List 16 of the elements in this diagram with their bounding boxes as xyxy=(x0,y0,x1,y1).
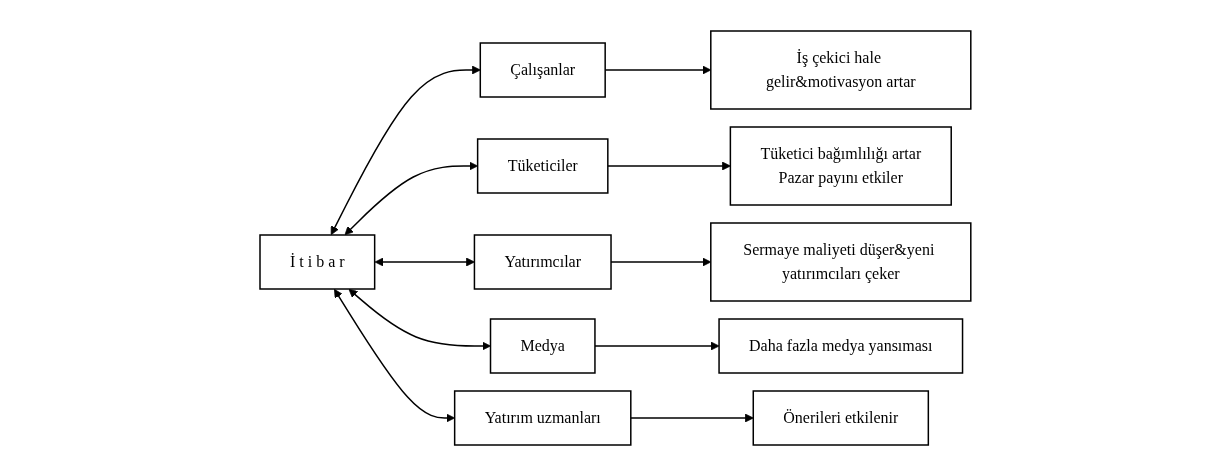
node-box: Sermaye maliyeti düşer&yeni yatırımcıları çeker xyxy=(709,221,972,302)
node-box: Önerileri etkilenir xyxy=(752,389,929,446)
node-box: Tüketiciler xyxy=(476,137,609,194)
node-box: Yatırımcılar xyxy=(473,233,612,290)
arrow xyxy=(374,257,475,266)
node-box: İş çekici hale gelir&motivasyon artar xyxy=(709,29,972,110)
node-box: İ t i b a r xyxy=(258,233,375,290)
node-box: Çalışanlar xyxy=(479,41,606,98)
node-box: Yatırım uzmanları xyxy=(453,389,632,446)
node-box: Daha fazla medya yansıması xyxy=(717,317,963,374)
node-box: Medya xyxy=(489,317,596,374)
arrow xyxy=(344,161,478,235)
arrow xyxy=(604,65,711,74)
arrow xyxy=(333,288,455,422)
node-box: Tüketici bağımlılığı artar Pazar payını etkiler xyxy=(729,125,952,206)
arrow xyxy=(348,288,491,350)
